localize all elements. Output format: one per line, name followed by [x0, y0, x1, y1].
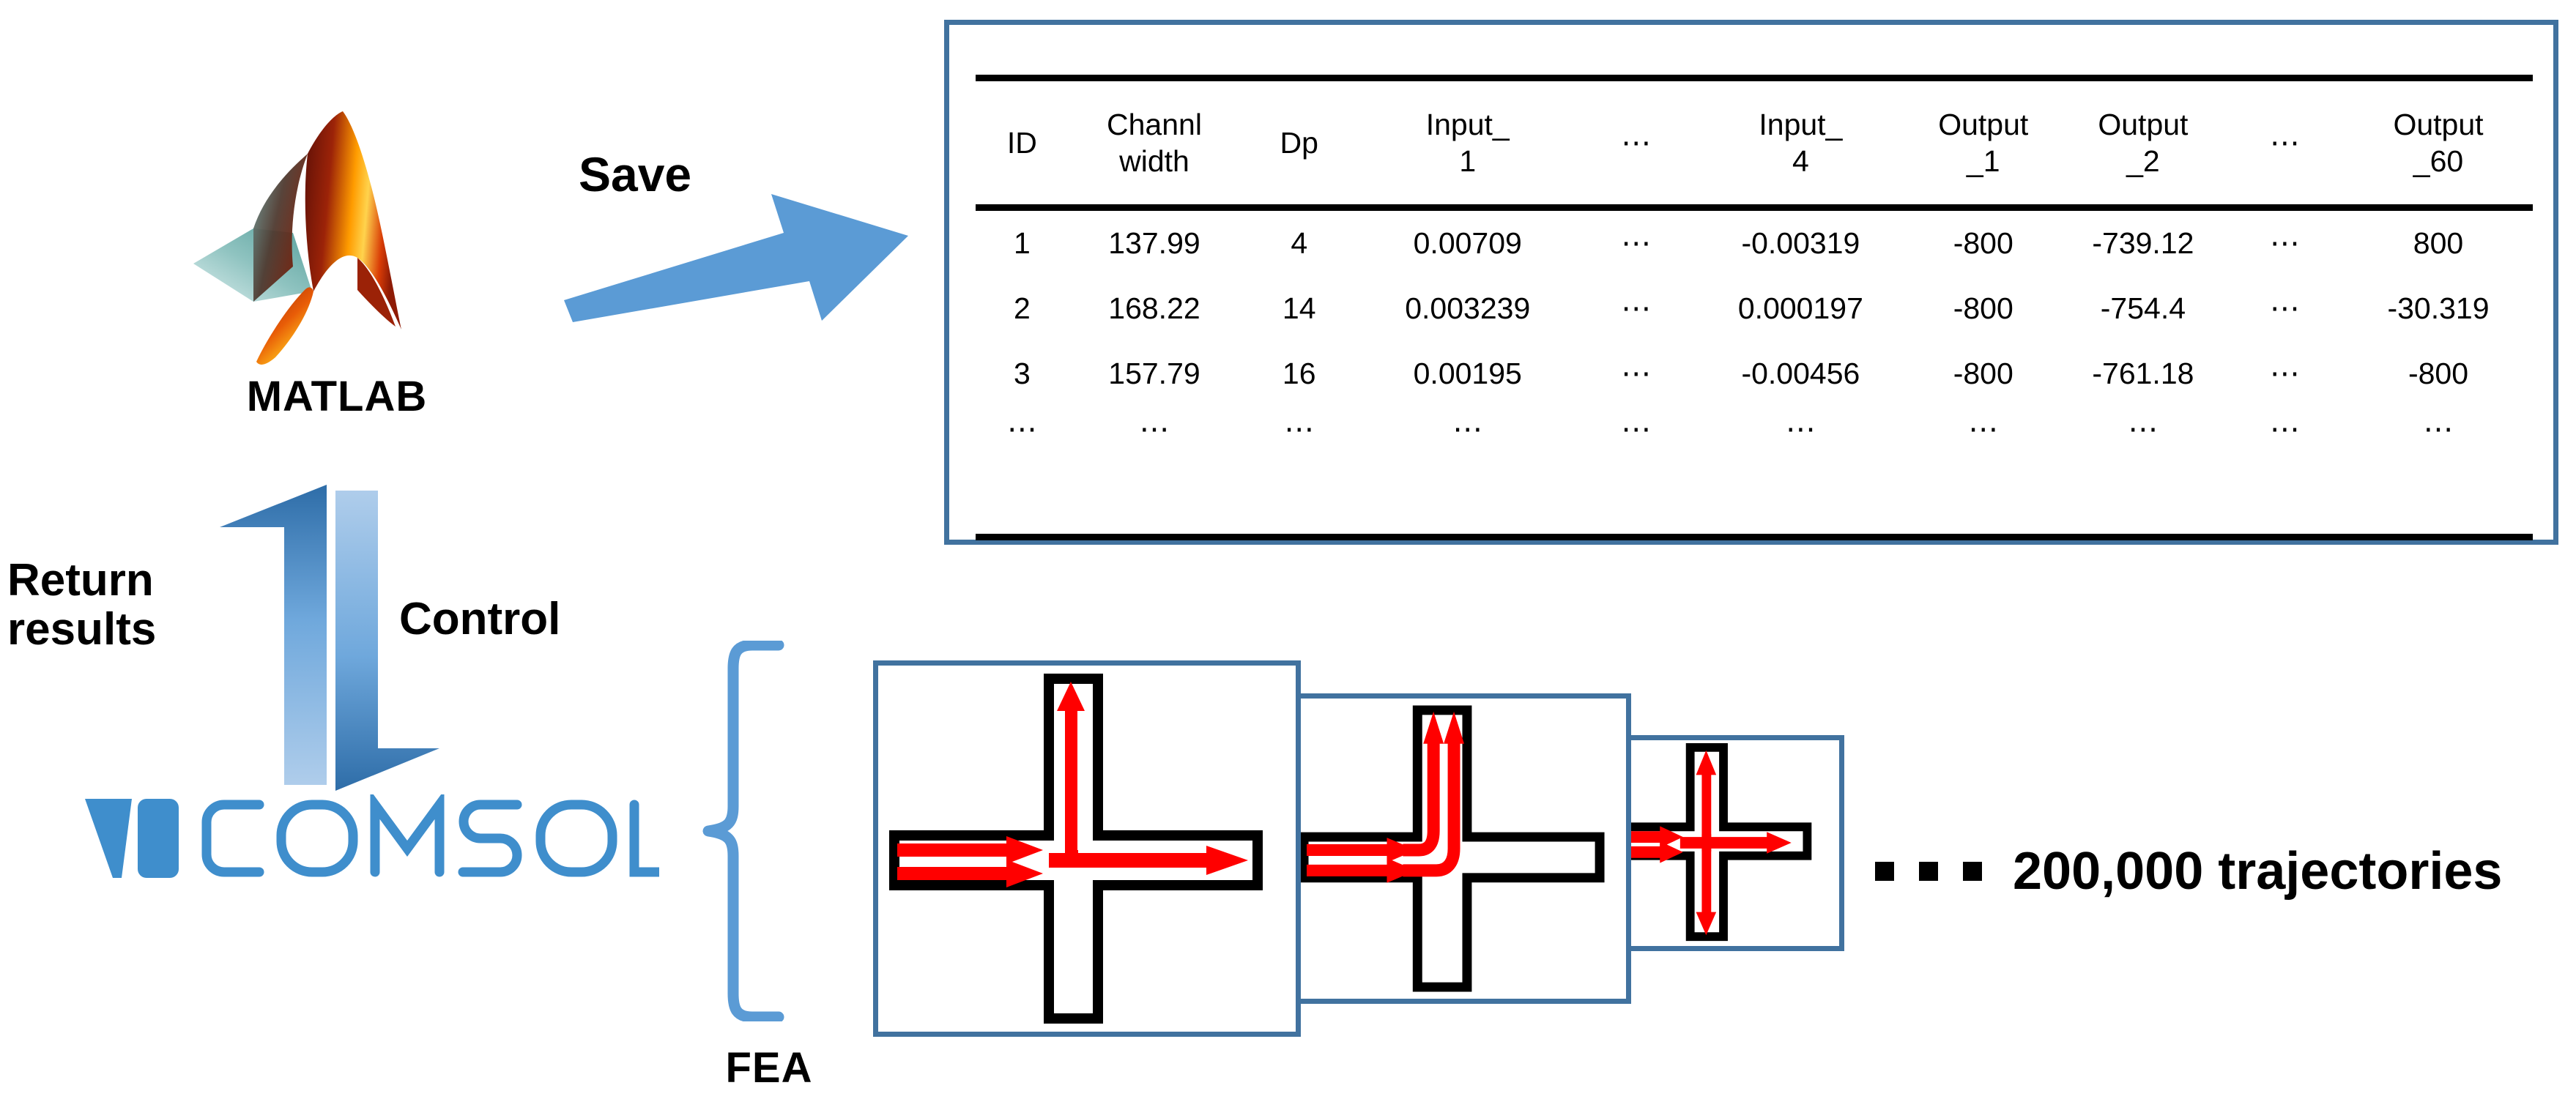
save-group: Save	[564, 147, 930, 322]
header-input-4: Input_ 4	[1695, 75, 1907, 211]
cell: ⋯	[1695, 406, 1907, 540]
trajectories-count-label: 200,000 trajectories	[2013, 842, 2503, 901]
fea-simulation-panel-2	[1288, 693, 1631, 1004]
header-ellipsis-inputs: ⋯	[1577, 75, 1696, 211]
trajectories-group: 200,000 trajectories	[1875, 835, 2564, 908]
cell: 0.000197	[1737, 291, 1863, 326]
header-output-60: Output _60	[2343, 75, 2533, 211]
cell: -30.319	[2387, 291, 2490, 326]
table-row: 2 168.22 14 0.003239 ⋯ 0.000197 -800 -75…	[976, 276, 2533, 341]
cell: ⋯	[2269, 291, 2300, 326]
cell: ⋯	[1621, 357, 1652, 391]
cell: 2	[1014, 291, 1031, 326]
cell: ⋯	[1068, 406, 1241, 540]
header-dp: Dp	[1240, 75, 1359, 211]
table-row: 3 157.79 16 0.00195 ⋯ -0.00456 -800 -761…	[976, 341, 2533, 406]
table-row-ellipsis: ⋯ ⋯ ⋯ ⋯ ⋯ ⋯ ⋯ ⋯ ⋯ ⋯	[976, 406, 2533, 540]
bidirectional-exchange-arrows	[220, 485, 439, 791]
fea-brace-icon	[702, 641, 784, 1021]
cell: 0.003239	[1405, 291, 1531, 326]
cell: ⋯	[976, 406, 1069, 540]
cross-channel-diagram-1	[889, 674, 1263, 1024]
fea-simulation-panel-1	[873, 660, 1301, 1037]
cell: ⋯	[2269, 226, 2300, 261]
cell: -0.00456	[1741, 357, 1860, 391]
results-table-panel: ID Channl width Dp Input_ 1 ⋯ Input_ 4 O…	[944, 20, 2558, 545]
cell: ⋯	[2269, 357, 2300, 391]
results-table: ID Channl width Dp Input_ 1 ⋯ Input_ 4 O…	[976, 75, 2533, 540]
header-output-2: Output _2	[2060, 75, 2226, 211]
save-arrow-icon	[564, 194, 908, 322]
cell: -754.4	[2100, 291, 2186, 326]
cross-channel-diagram-2	[1299, 705, 1605, 992]
cell: ⋯	[2225, 406, 2344, 540]
comsol-logo-icon	[85, 794, 659, 878]
cell: 4	[1291, 226, 1308, 261]
cell: ⋯	[2343, 406, 2533, 540]
matlab-label: MATLAB	[246, 373, 428, 420]
cell: -739.12	[2092, 226, 2194, 261]
cell: 16	[1282, 357, 1316, 391]
header-input-1: Input_ 1	[1358, 75, 1578, 211]
control-arrow-down	[335, 491, 439, 791]
fea-label: FEA	[725, 1044, 813, 1092]
cell: -0.00319	[1741, 226, 1860, 261]
cell: -800	[1953, 357, 2013, 391]
cell: -800	[1953, 291, 2013, 326]
return-results-label: Return results	[7, 555, 157, 655]
cell: 3	[1014, 357, 1031, 391]
cell: ⋯	[2060, 406, 2226, 540]
cell: ⋯	[1906, 406, 2061, 540]
flow-arrows-1	[897, 682, 1248, 887]
bullet-square-icon	[1963, 862, 1982, 881]
control-label: Control	[399, 594, 561, 644]
cell: -761.18	[2092, 357, 2194, 391]
cell: ⋯	[1358, 406, 1578, 540]
cell: -800	[1953, 226, 2013, 261]
bullet-square-icon	[1919, 862, 1938, 881]
cell: ⋯	[1621, 226, 1652, 261]
cell: ⋯	[1577, 406, 1696, 540]
cell: ⋯	[1621, 291, 1652, 326]
header-output-1: Output _1	[1906, 75, 2061, 211]
fea-simulation-panel-3	[1606, 735, 1844, 951]
cell: 168.22	[1108, 291, 1200, 326]
save-label: Save	[579, 147, 692, 201]
table-row: 1 137.99 4 0.00709 ⋯ -0.00319 -800 -739.…	[976, 208, 2533, 277]
matlab-membrane-icon	[193, 111, 401, 365]
cell: 157.79	[1108, 357, 1200, 391]
cell: 0.00195	[1413, 357, 1522, 391]
flow-arrows-2	[1307, 711, 1464, 883]
cross-channel-diagram-3	[1611, 742, 1812, 942]
cell: -800	[2408, 357, 2469, 391]
matlab-block: MATLAB	[183, 110, 491, 461]
header-channel-width: Channl width	[1068, 75, 1241, 211]
cell: 0.00709	[1413, 226, 1522, 261]
cell: 137.99	[1108, 226, 1200, 261]
cell: 14	[1282, 291, 1316, 326]
cell: ⋯	[1240, 406, 1359, 540]
bullet-square-icon	[1875, 862, 1894, 881]
header-id: ID	[976, 75, 1069, 211]
cell: 1	[1014, 226, 1031, 261]
cell: 800	[2413, 226, 2464, 261]
return-results-arrow-up	[220, 485, 327, 785]
table-header-row: ID Channl width Dp Input_ 1 ⋯ Input_ 4 O…	[976, 75, 2533, 211]
header-ellipsis-outputs: ⋯	[2225, 75, 2344, 211]
